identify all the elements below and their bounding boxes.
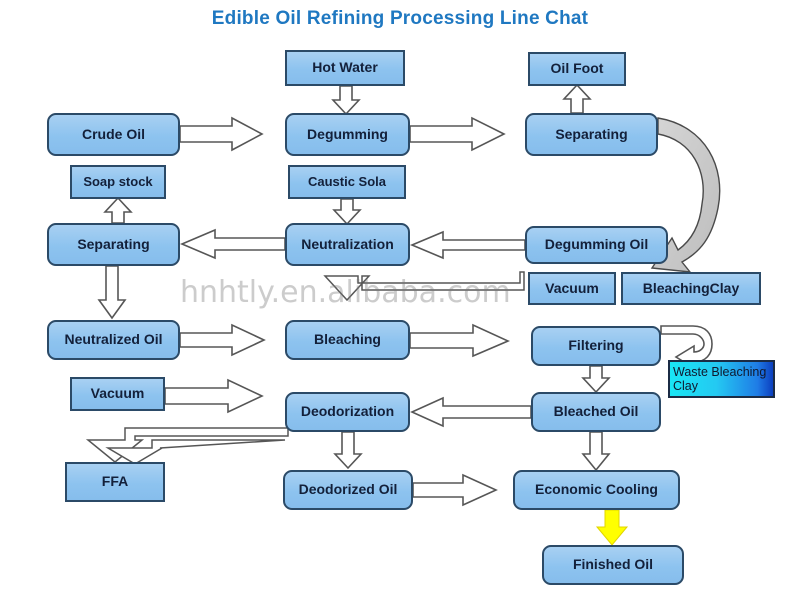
page-title: Edible Oil Refining Processing Line Chat xyxy=(211,8,589,29)
node-separating-top[interactable]: Separating xyxy=(525,113,658,156)
edge-deodorized-oil-to-economic-cooling xyxy=(412,473,498,507)
edge-separating-to-soap-stock xyxy=(103,196,133,224)
edge-deodorization-to-deodorized-oil xyxy=(333,431,363,470)
node-crude-oil[interactable]: Crude Oil xyxy=(47,113,180,156)
node-oil-foot[interactable]: Oil Foot xyxy=(528,52,626,86)
node-waste-bleaching-clay[interactable]: Waste Bleaching Clay xyxy=(668,360,775,398)
node-caustic-sola[interactable]: Caustic Sola xyxy=(288,165,406,199)
node-filtering[interactable]: Filtering xyxy=(531,326,661,366)
node-neutralization[interactable]: Neutralization xyxy=(285,223,410,266)
edge-economic-cooling-to-finished-oil xyxy=(595,509,629,546)
node-finished-oil[interactable]: Finished Oil xyxy=(542,545,684,585)
edge-hot-water-to-degumming xyxy=(331,85,361,116)
edge-caustic-sola-to-neutralization xyxy=(332,198,362,226)
edge-separating-to-degumming-oil-recycle xyxy=(650,117,721,273)
node-neutralized-oil[interactable]: Neutralized Oil xyxy=(47,320,180,360)
node-vacuum-bottom[interactable]: Vacuum xyxy=(70,377,165,411)
edge-separating-to-oil-foot xyxy=(562,83,592,114)
edge-filtering-to-waste-clay xyxy=(660,325,713,370)
edge-degumming-oil-to-neutralization xyxy=(409,230,526,260)
node-deodorized-oil[interactable]: Deodorized Oil xyxy=(283,470,413,510)
node-ffa[interactable]: FFA xyxy=(65,462,165,502)
node-vacuum-top[interactable]: Vacuum xyxy=(528,272,616,305)
node-degumming[interactable]: Degumming xyxy=(285,113,410,156)
edge-deodorization-to-ffa xyxy=(85,427,289,465)
edge-neutralized-oil-to-bleaching xyxy=(179,323,266,357)
edge-bleaching-clay-to-bleaching xyxy=(323,271,525,302)
edge-neutralization-to-separating xyxy=(179,228,286,260)
edge-degumming-to-separating xyxy=(409,116,506,152)
node-bleaching-clay[interactable]: BleachingClay xyxy=(621,272,761,305)
edge-crude-oil-to-degumming xyxy=(179,116,264,152)
node-bleached-oil[interactable]: Bleached Oil xyxy=(531,392,661,432)
node-bleaching[interactable]: Bleaching xyxy=(285,320,410,360)
node-degumming-oil[interactable]: Degumming Oil xyxy=(525,226,668,264)
node-hot-water[interactable]: Hot Water xyxy=(285,50,405,86)
node-separating-mid[interactable]: Separating xyxy=(47,223,180,266)
edge-bleaching-to-filtering xyxy=(409,323,510,358)
edge-filtering-to-bleached-oil xyxy=(581,365,611,394)
node-deodorization[interactable]: Deodorization xyxy=(285,392,410,432)
node-economic-cooling[interactable]: Economic Cooling xyxy=(513,470,680,510)
edge-vacuum-to-deodorization xyxy=(164,378,264,414)
node-soap-stock[interactable]: Soap stock xyxy=(70,165,166,199)
edge-separating-to-neutralized-oil xyxy=(97,265,127,320)
edge-bleached-oil-to-deodorization xyxy=(410,396,532,428)
edge-bleached-oil-to-economic-cooling xyxy=(581,431,611,472)
